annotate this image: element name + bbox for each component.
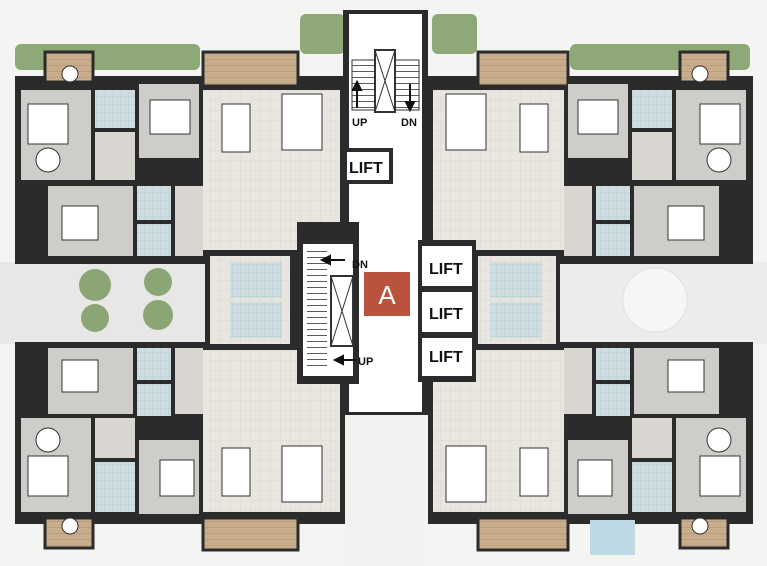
label-up-top: UP [352, 117, 367, 129]
tower-badge [364, 272, 410, 316]
lift-label-2: LIFT [429, 306, 463, 323]
balconies [43, 50, 730, 552]
stair-arrows [319, 79, 416, 366]
lift-label-3: LIFT [429, 349, 463, 366]
pool-edge [590, 520, 635, 555]
label-up-stair: UP [358, 356, 373, 368]
tower-label: A [378, 280, 396, 310]
furniture [27, 65, 741, 535]
central-core [297, 10, 476, 415]
label-dn-stair: DN [352, 259, 368, 271]
lift-label-1: LIFT [429, 261, 463, 278]
label-dn-top: DN [401, 117, 417, 129]
lift-label-top: LIFT [349, 160, 383, 177]
round-feature [622, 267, 688, 333]
corridor-floors [210, 256, 556, 344]
entry-drive [345, 415, 425, 566]
